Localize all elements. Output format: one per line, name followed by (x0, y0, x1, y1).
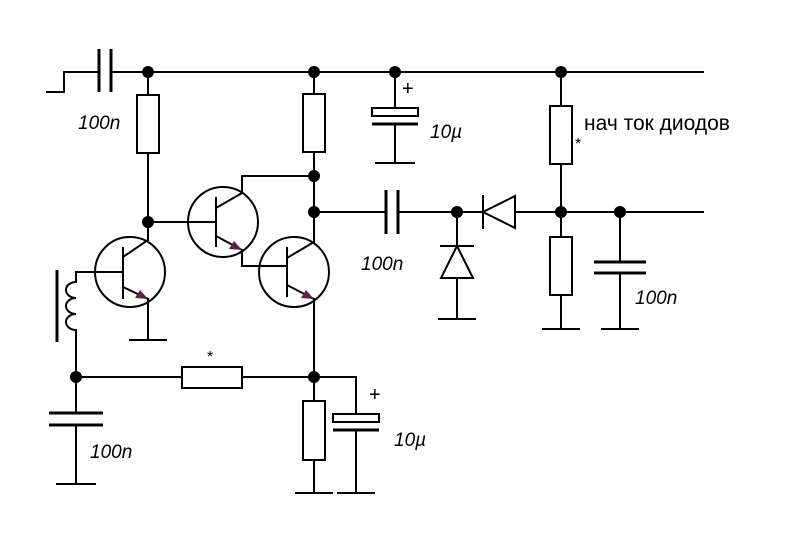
feedback-resistor (75, 366, 357, 389)
electrolytic-capacitor-bottom (332, 376, 380, 494)
resistor-r2 (302, 71, 326, 243)
label-c-tank: 100n (90, 442, 132, 463)
tank-capacitor (49, 376, 103, 485)
transistor-q3 (257, 236, 330, 378)
junction-dots (70, 66, 626, 383)
label-c-out: 100n (635, 288, 677, 309)
label-c-elec-bottom: 10µ (394, 430, 426, 451)
output-capacitor (594, 211, 646, 330)
label-star-top: * (575, 136, 581, 153)
label-star-mid: * (207, 349, 213, 366)
tank-coil (55, 270, 77, 378)
transistor-q1 (75, 221, 167, 341)
coupling-capacitor (313, 190, 484, 234)
load-resistor (542, 236, 580, 330)
label-plus-bottom: + (369, 384, 381, 406)
input-capacitor (97, 49, 113, 92)
bias-resistor (549, 71, 573, 238)
label-plus-top: + (402, 78, 414, 100)
label-c-coupling: 100n (361, 254, 403, 275)
label-c-elec-top: 10µ (430, 122, 462, 143)
resistor-r1 (136, 71, 160, 223)
transistor-q2 (187, 175, 315, 267)
shunt-diode (438, 211, 476, 320)
series-diode (480, 194, 704, 230)
emitter-resistor (295, 376, 333, 494)
label-diode-bias-note: нач ток диодов (584, 112, 730, 135)
label-c-input: 100n (78, 113, 120, 134)
top-rail (46, 71, 704, 93)
